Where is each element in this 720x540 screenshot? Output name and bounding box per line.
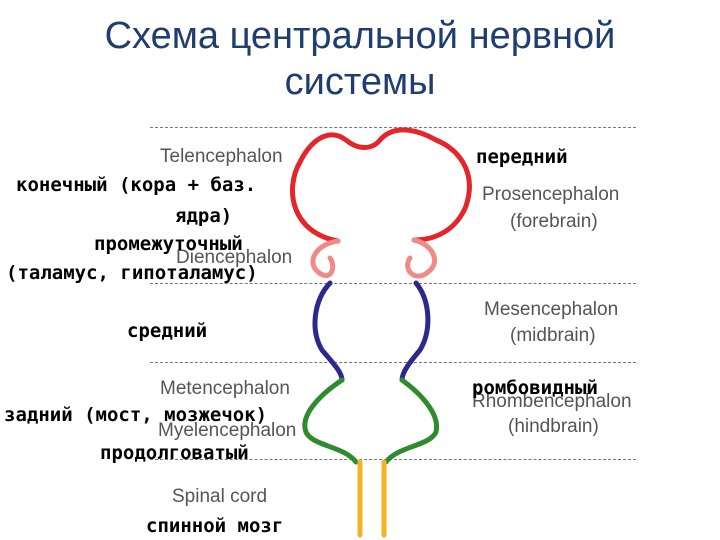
label-forebrain: (forebrain) xyxy=(510,211,598,232)
slide-title-line2: системы xyxy=(284,61,436,103)
metencephalon-outline-left xyxy=(302,377,359,465)
label-midbrain: (midbrain) xyxy=(510,325,596,346)
annotation-sredny: средний xyxy=(127,320,208,342)
annotation-konechny-line2: ядра) xyxy=(175,205,233,227)
annotation-spinnoy-mozg: спинной мозг xyxy=(146,515,284,537)
diencephalon-outline-right xyxy=(405,237,437,279)
mesencephalon-outline-left xyxy=(312,280,345,383)
annotation-promezhutochny: промежуточный xyxy=(94,233,243,255)
diencephalon-outline-left xyxy=(310,238,341,279)
annotation-talamus: (таламус, гипоталамус) xyxy=(6,262,258,284)
label-metencephalon: Metencephalon xyxy=(160,378,290,399)
metencephalon-outline-right xyxy=(383,377,440,465)
label-telencephalon: Telencephalon xyxy=(160,146,283,167)
divider-midbrain-hindbrain xyxy=(150,362,636,363)
telencephalon-outline xyxy=(290,127,472,244)
annotation-konechny-line1: конечный (кора + баз. xyxy=(16,174,257,196)
slide-title-line1: Схема центральной нервной xyxy=(104,15,616,57)
mesencephalon-outline-right xyxy=(399,280,431,383)
label-hindbrain: (hindbrain) xyxy=(508,416,599,437)
divider-hindbrain-spinal xyxy=(150,459,636,460)
label-rhombencephalon: Rhombencephalon xyxy=(472,391,632,412)
annotation-prodolgovaty: продолговатый xyxy=(100,442,249,464)
label-spinal-cord: Spinal cord xyxy=(172,486,268,507)
label-myelencephalon: Myelencephalon xyxy=(158,420,297,441)
label-diencephalon: Diencephalon xyxy=(176,247,293,268)
annotation-rombovidny: ромбовидный xyxy=(472,377,598,399)
label-prosencephalon: Prosencephalon xyxy=(482,184,620,205)
annotation-zadny: задний (мост, мозжечок) xyxy=(4,404,268,426)
divider-top xyxy=(150,127,636,128)
annotation-peredny: передний xyxy=(476,146,568,168)
label-mesencephalon: Mesencephalon xyxy=(484,299,619,320)
divider-forebrain-midbrain xyxy=(150,283,636,284)
